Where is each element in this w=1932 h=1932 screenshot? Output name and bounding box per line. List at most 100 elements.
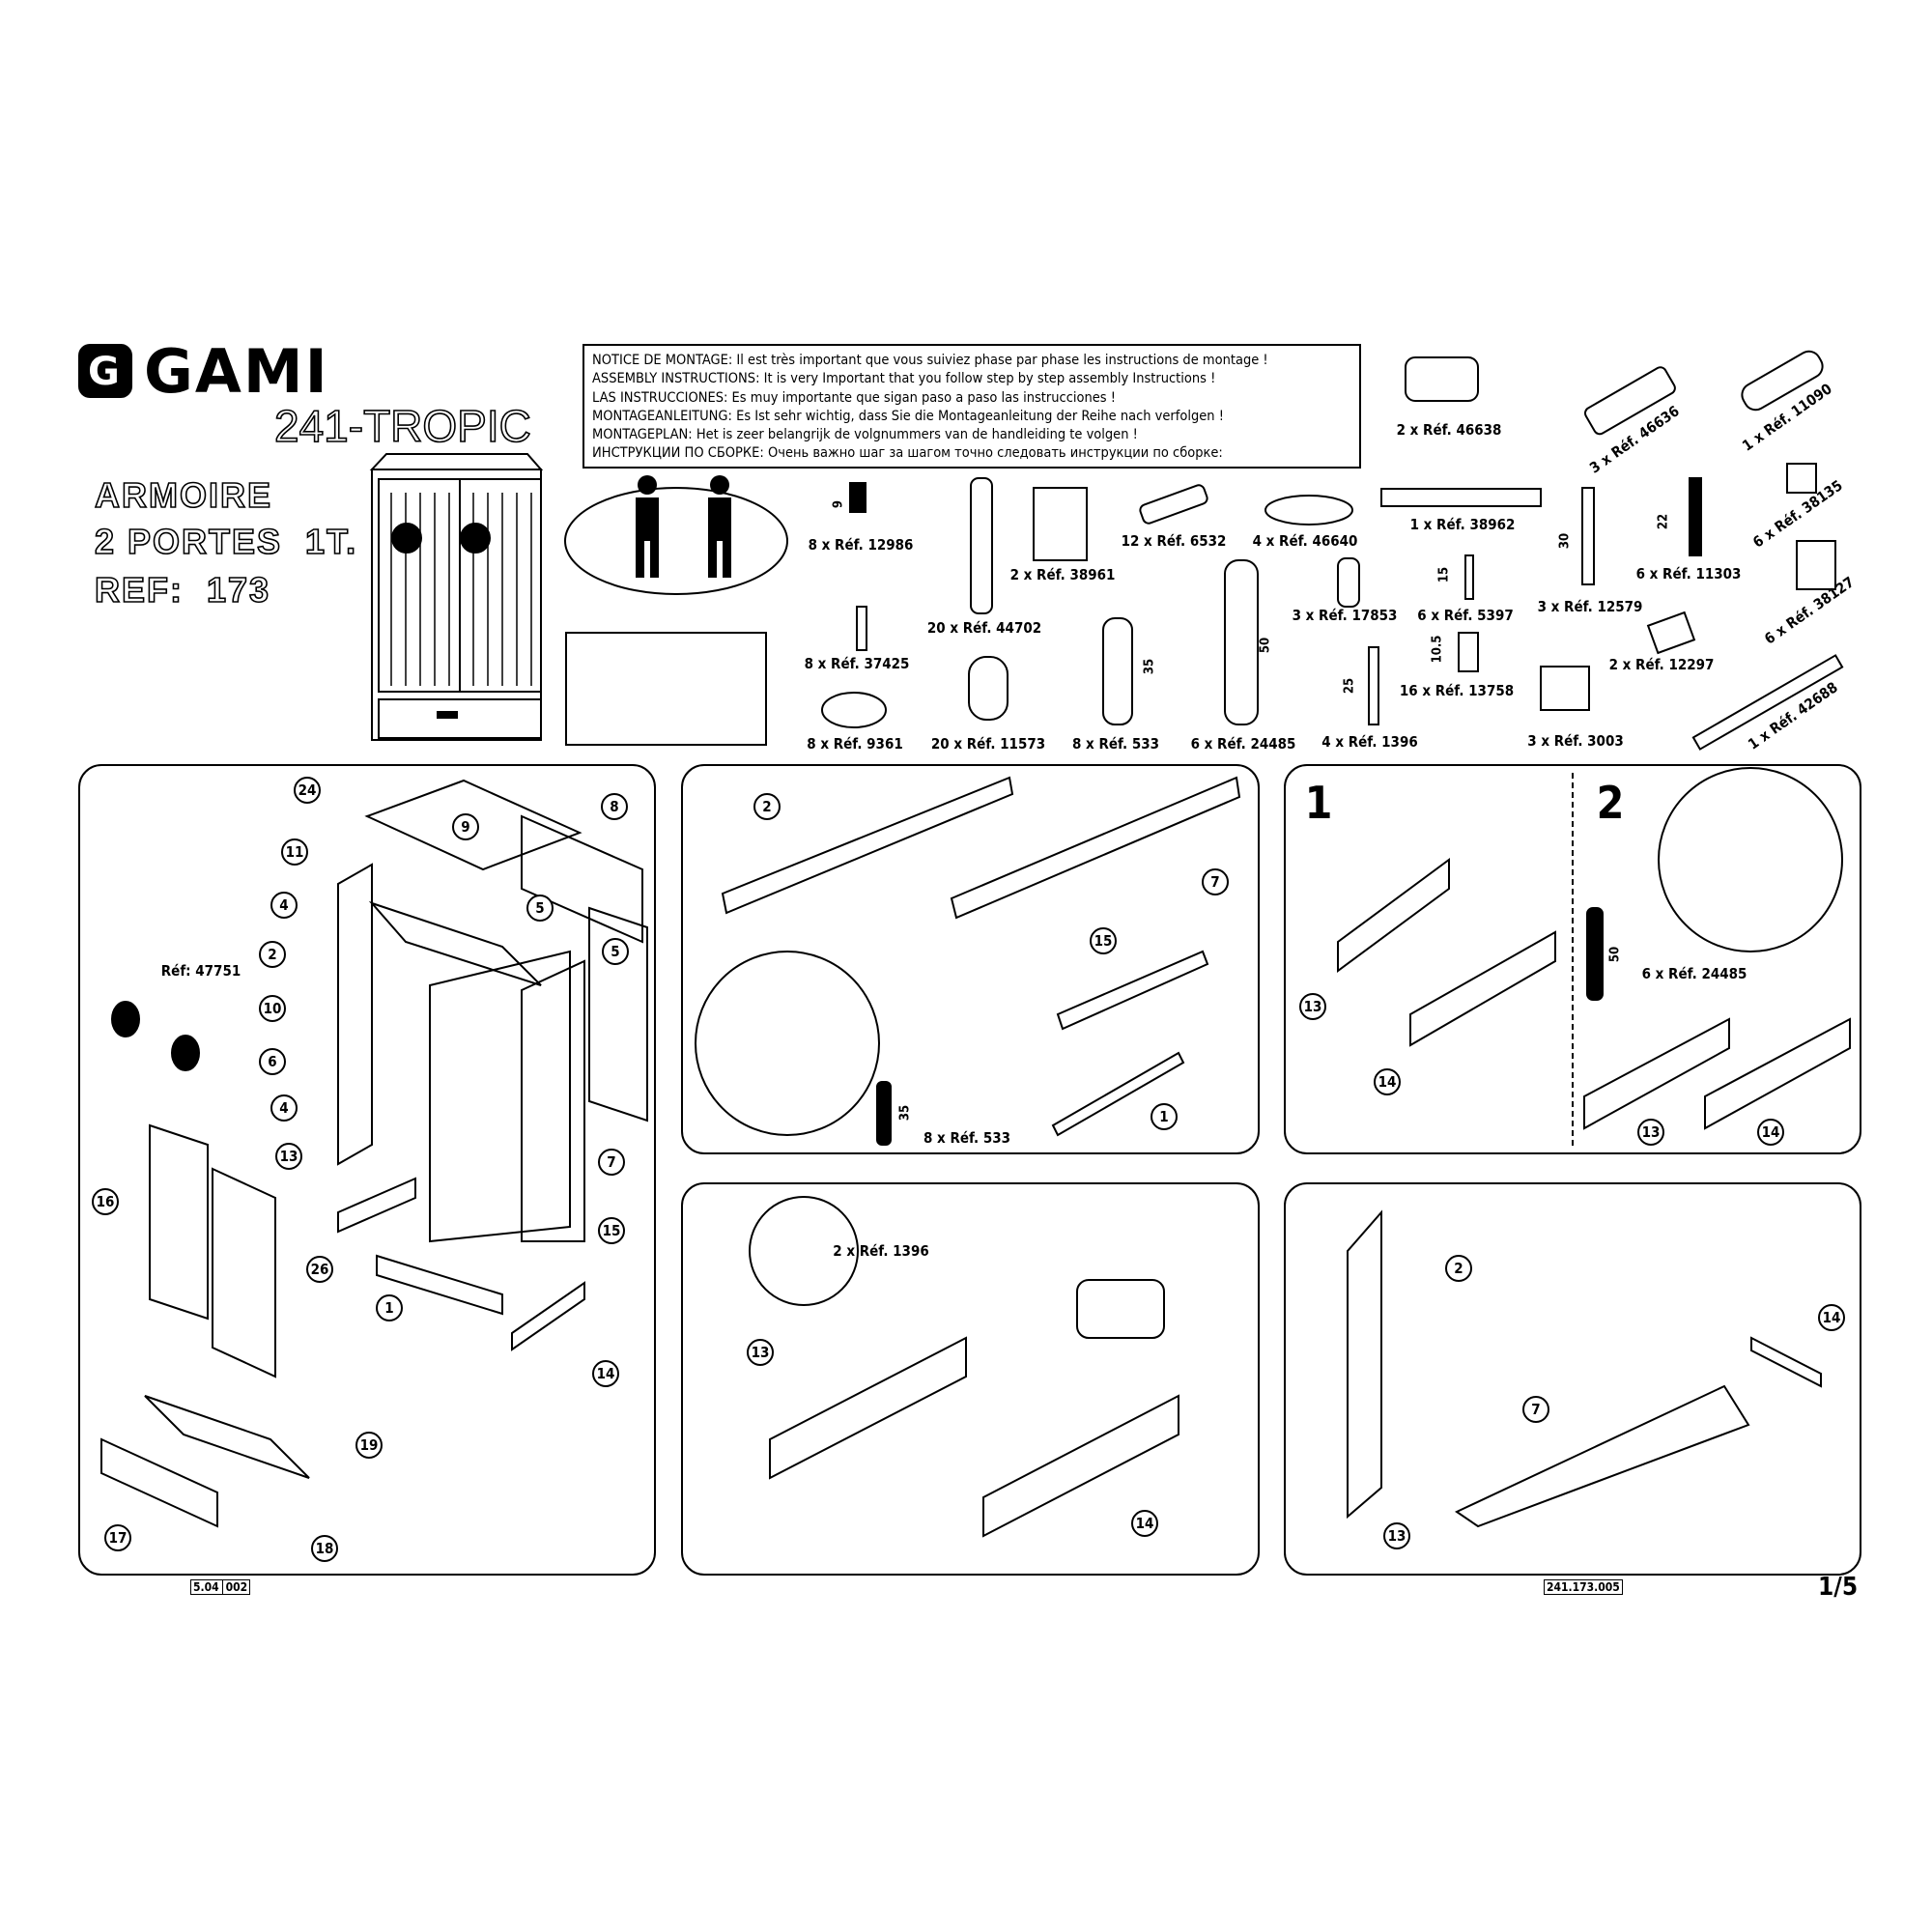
hardware-label: 8 x Réf. 9361	[807, 735, 903, 753]
product-type: ARMOIRE	[94, 474, 272, 516]
step-number: 1	[1304, 777, 1333, 829]
part-callout: 18	[311, 1535, 338, 1562]
part-callout: 13	[1637, 1119, 1664, 1146]
dimension-label: 35	[897, 1104, 913, 1122]
notice-de: MONTAGEANLEITUNG: Es Ist sehr wichtig, d…	[592, 408, 1224, 424]
part-callout: 5	[602, 938, 629, 965]
part-callout: 14	[592, 1360, 619, 1387]
part-callout: 26	[306, 1256, 333, 1283]
hardware-label: 6 x Réf. 5397	[1417, 607, 1514, 624]
two-person-assembly-icon	[564, 475, 788, 595]
hardware-label: 2 x Réf. 12297	[1608, 656, 1715, 673]
dimension-label: 50	[1607, 946, 1623, 963]
notice-ru: ИНСТРУКЦИИ ПО СБОРКЕ: Очень важно шаг за…	[592, 445, 1223, 462]
part-callout: 13	[275, 1143, 302, 1170]
hardware-label: 4 x Réf. 1396	[1321, 733, 1418, 751]
part-callout: 7	[1202, 868, 1229, 895]
part-callout: 4	[270, 1094, 298, 1122]
brand-mark: G	[78, 344, 132, 398]
hardware-label: 1 x Réf. 38962	[1409, 516, 1516, 533]
hardware-label: 4 x Réf. 46640	[1252, 532, 1358, 550]
hardware-label: 16 x Réf. 13758	[1399, 682, 1515, 699]
dimension-label: 9	[831, 499, 846, 509]
part-callout: 9	[452, 813, 479, 840]
hardware-sketches	[821, 350, 1844, 751]
hardware-label: 8 x Réf. 12986	[808, 536, 914, 554]
part-callout: 16	[92, 1188, 119, 1215]
part-callout: 5	[526, 895, 554, 922]
dimension-label: 35	[1142, 658, 1157, 675]
step-number: 2	[1596, 777, 1625, 829]
hardware-label: 8 x Réf. 533	[1071, 735, 1160, 753]
part-callout: 2	[1445, 1255, 1472, 1282]
exploded-wardrobe-drawing	[100, 779, 648, 1528]
notice-nl: MONTAGEPLAN: Het is zeer belangrijk de v…	[592, 427, 1138, 443]
hardware-label: 20 x Réf. 11573	[930, 735, 1046, 753]
part-callout: 10	[259, 995, 286, 1022]
handle-ref-label: Réf: 47751	[160, 962, 242, 980]
hardware-label: 20 x Réf. 44702	[926, 619, 1042, 637]
part-callout: 8	[601, 793, 628, 820]
step-b-drawing	[1337, 767, 1851, 1150]
part-callout: 17	[104, 1524, 131, 1551]
dimension-label: 10.5	[1430, 635, 1445, 664]
footer-code-right: 241.173.005	[1544, 1579, 1623, 1595]
dimension-label: 15	[1436, 566, 1452, 583]
part-callout: 19	[355, 1432, 383, 1459]
panel-step-b	[1284, 764, 1861, 1154]
product-ref: REF: 173	[94, 569, 271, 611]
part-callout: 7	[1522, 1396, 1549, 1423]
dowel-label: 6 x Réf. 24485	[1641, 965, 1747, 982]
panel-step-c	[681, 1182, 1260, 1576]
part-callout: 14	[1374, 1068, 1401, 1095]
hardware-label: 2 x Réf. 46638	[1396, 421, 1502, 439]
dowel-label: 8 x Réf. 533	[923, 1129, 1011, 1147]
hardware-label: 3 x Réf. 12579	[1537, 598, 1643, 615]
panel-overview	[78, 764, 656, 1576]
notice-fr: NOTICE DE MONTAGE: Il est très important…	[592, 353, 1268, 368]
part-callout: 14	[1131, 1510, 1158, 1537]
hardware-label: 3 x Réf. 3003	[1527, 732, 1624, 750]
part-callout: 14	[1818, 1304, 1845, 1331]
screw-label: 2 x Réf. 1396	[833, 1242, 929, 1260]
step-a-drawing	[695, 776, 1241, 1146]
panel-step-d	[1284, 1182, 1861, 1576]
assembly-notice: NOTICE DE MONTAGE: Il est très important…	[582, 344, 1361, 469]
wardrobe-thumbnail	[369, 453, 544, 741]
hardware-label: 6 x Réf. 24485	[1190, 735, 1296, 753]
hardware-label: 6 x Réf. 11303	[1635, 565, 1742, 582]
part-callout: 4	[270, 892, 298, 919]
dimension-label: 30	[1557, 532, 1573, 550]
brand-name: GAMI	[144, 336, 329, 407]
part-callout: 24	[294, 777, 321, 804]
dimension-label: 25	[1342, 677, 1357, 695]
part-callout: 2	[259, 941, 286, 968]
part-callout: 2	[753, 793, 781, 820]
part-callout: 15	[1090, 927, 1117, 954]
hardware-label: 2 x Réf. 38961	[1009, 566, 1116, 583]
step-c-drawing	[749, 1196, 1179, 1538]
hardware-label: 3 x Réf. 17853	[1292, 607, 1398, 624]
hardware-label: 8 x Réf. 37425	[804, 655, 910, 672]
part-callout: 13	[747, 1339, 774, 1366]
product-doors: 2 PORTES 1T.	[94, 521, 358, 562]
part-callout: 11	[281, 838, 308, 866]
part-callout: 13	[1299, 993, 1326, 1020]
notice-es: LAS INSTRUCCIONES: Es muy importante que…	[592, 389, 1116, 406]
tools-box	[565, 632, 767, 746]
page-number: 1/5	[1818, 1573, 1859, 1602]
dimension-label: 22	[1656, 513, 1671, 530]
model-name: 241-TROPIC	[273, 400, 531, 452]
notice-en: ASSEMBLY INSTRUCTIONS: It is very Import…	[592, 371, 1216, 387]
part-callout: 1	[376, 1294, 403, 1321]
panel-step-a	[681, 764, 1260, 1154]
part-callout: 1	[1151, 1103, 1178, 1130]
part-callout: 6	[259, 1048, 286, 1075]
step-d-drawing	[1347, 1209, 1822, 1528]
part-callout: 15	[598, 1217, 625, 1244]
hardware-label: 12 x Réf. 6532	[1121, 532, 1227, 550]
part-callout: 7	[598, 1149, 625, 1176]
dimension-label: 50	[1258, 637, 1273, 654]
